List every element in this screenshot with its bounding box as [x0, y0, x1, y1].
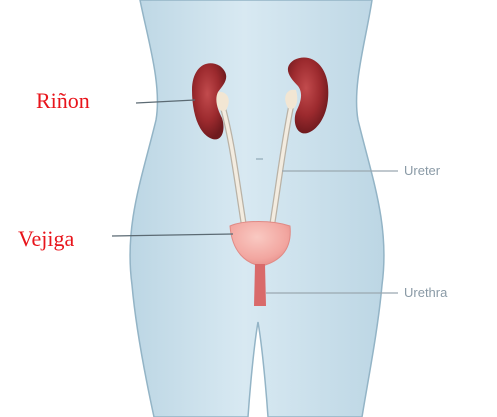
torso-silhouette [130, 0, 384, 417]
bladder-label: Vejiga [18, 226, 78, 252]
ureter-label: Ureter [404, 163, 440, 179]
urethra-label: Urethra [404, 285, 447, 301]
kidney-label: Riñon [36, 88, 94, 114]
urethra [254, 264, 266, 306]
